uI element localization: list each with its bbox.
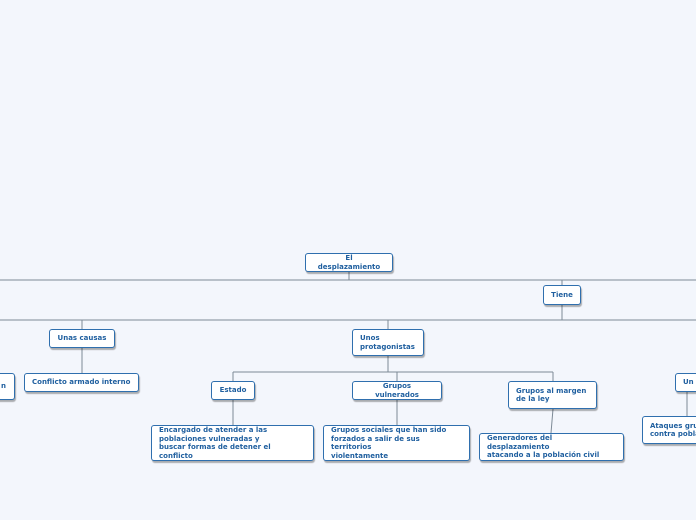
node-estado[interactable]: Estado	[211, 381, 255, 400]
node-grupos-vulnerados[interactable]: Grupos vulnerados	[352, 381, 442, 400]
node-tiene[interactable]: Tiene	[543, 285, 581, 305]
node-conflicto-armado-interno[interactable]: Conflicto armado interno	[24, 373, 139, 392]
node-unas-causas[interactable]: Unas causas	[49, 329, 115, 348]
node-grupos-al-margen-descripcion[interactable]: Generadores del desplazamiento atacando …	[479, 433, 624, 461]
node-left-edge-partial[interactable]: n	[0, 373, 15, 400]
node-ataques-grupos[interactable]: Ataques gru contra pobla	[642, 416, 696, 444]
node-estado-descripcion[interactable]: Encargado de atender a las poblaciones v…	[151, 425, 314, 461]
node-el-desplazamiento[interactable]: El desplazamiento	[305, 253, 393, 272]
node-grupos-vulnerados-descripcion[interactable]: Grupos sociales que han sido forzados a …	[323, 425, 470, 461]
node-grupos-al-margen[interactable]: Grupos al margen de la ley	[508, 381, 597, 409]
node-un[interactable]: Un	[675, 373, 696, 392]
connector-margen-desc	[550, 408, 554, 434]
node-unos-protagonistas[interactable]: Unos protagonistas	[352, 329, 424, 356]
